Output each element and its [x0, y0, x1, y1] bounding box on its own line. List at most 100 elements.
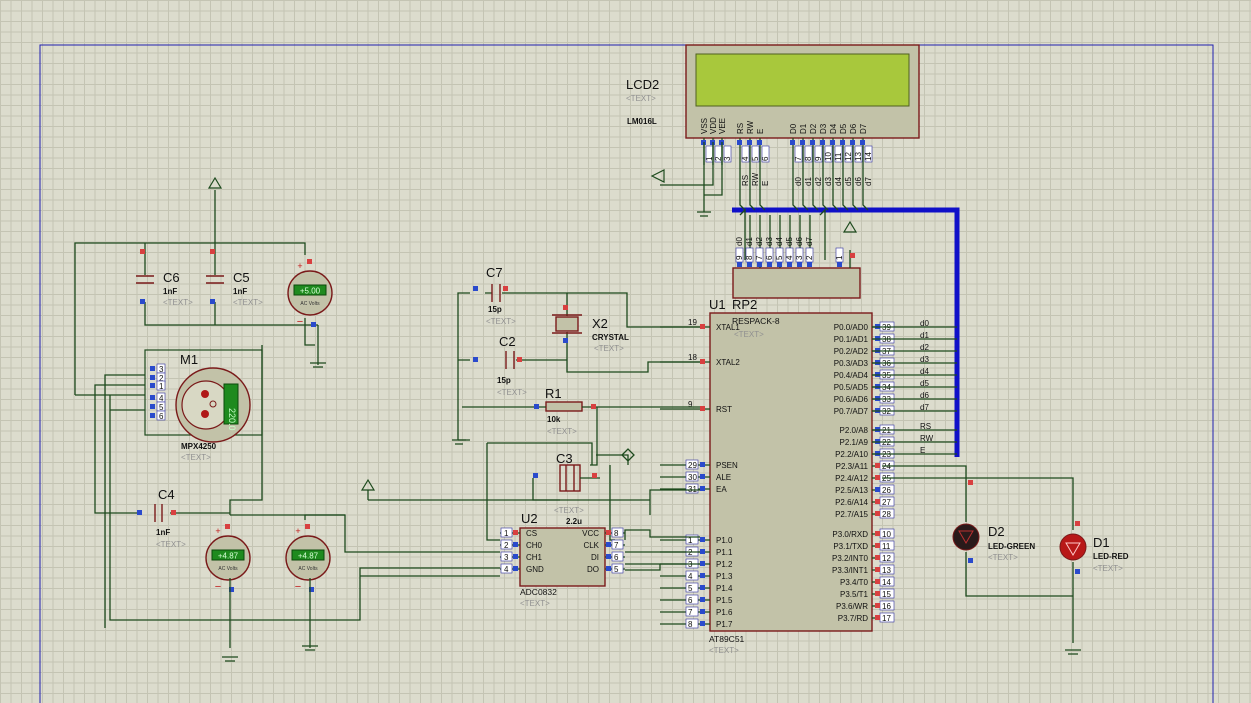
led-d1[interactable]: D1 LED-RED <TEXT>: [1059, 533, 1129, 573]
u2-pin[interactable]: [513, 554, 518, 559]
rp2-pin[interactable]: [837, 262, 842, 267]
lcd-module[interactable]: LCD2 <TEXT> LM016L VSS1VDD2VEE3RS4RW5E6D…: [626, 44, 920, 165]
component-pin[interactable]: [592, 473, 597, 478]
m1-pin[interactable]: [150, 413, 155, 418]
lcd-pin[interactable]: [800, 140, 805, 145]
component-pin[interactable]: [473, 357, 478, 362]
component-pin[interactable]: [563, 338, 568, 343]
u1-right-pin[interactable]: [875, 579, 880, 584]
lcd-pin[interactable]: [820, 140, 825, 145]
rp2-pin[interactable]: [737, 262, 742, 267]
component-pin[interactable]: [171, 510, 176, 515]
u2-pin[interactable]: [513, 542, 518, 547]
m1-pin[interactable]: [150, 375, 155, 380]
u1-left-pin[interactable]: [700, 561, 705, 566]
rp2-pin[interactable]: [747, 262, 752, 267]
u2-pin[interactable]: [606, 554, 611, 559]
component-pin[interactable]: [534, 404, 539, 409]
component-pin[interactable]: [968, 558, 973, 563]
lcd-pin[interactable]: [810, 140, 815, 145]
component-pin[interactable]: [563, 305, 568, 310]
lcd-pin[interactable]: [790, 140, 795, 145]
m1-pin[interactable]: [150, 404, 155, 409]
led-d2[interactable]: D2 LED-GREEN <TEXT>: [952, 523, 1035, 562]
component-pin[interactable]: [140, 299, 145, 304]
u1-left-pin[interactable]: [700, 324, 705, 329]
cap-c5[interactable]: C5 1nF <TEXT>: [206, 270, 263, 307]
lcd-pin[interactable]: [737, 140, 742, 145]
u1-right-pin[interactable]: [875, 511, 880, 516]
u2-pin[interactable]: [513, 566, 518, 571]
u1-left-pin[interactable]: [700, 537, 705, 542]
rp2-common-pin[interactable]: [850, 253, 855, 258]
rp2-pin[interactable]: [767, 262, 772, 267]
lcd-pin[interactable]: [757, 140, 762, 145]
voltmeter-pin-plus[interactable]: [225, 524, 230, 529]
u1-left-pin[interactable]: [700, 406, 705, 411]
u1-right-pin[interactable]: [875, 487, 880, 492]
component-pin[interactable]: [533, 473, 538, 478]
u1-left-pin[interactable]: [700, 486, 705, 491]
component-pin[interactable]: [1075, 521, 1080, 526]
u1-right-pin[interactable]: [875, 615, 880, 620]
u1-right-pin[interactable]: [875, 543, 880, 548]
component-pin[interactable]: [968, 480, 973, 485]
lcd-pin[interactable]: [860, 140, 865, 145]
u1-left-pin[interactable]: [700, 585, 705, 590]
component-pin[interactable]: [1075, 569, 1080, 574]
component-pin[interactable]: [473, 286, 478, 291]
rp2-pin[interactable]: [787, 262, 792, 267]
rp2-pin[interactable]: [757, 262, 762, 267]
voltmeter-pin-plus[interactable]: [305, 524, 310, 529]
lcd-pin[interactable]: [747, 140, 752, 145]
rp2-pin[interactable]: [797, 262, 802, 267]
u2-pin[interactable]: [606, 530, 611, 535]
m1-pin[interactable]: [150, 366, 155, 371]
m1-pin[interactable]: [150, 383, 155, 388]
voltmeter-pin-minus[interactable]: [229, 587, 234, 592]
component-pin[interactable]: [210, 299, 215, 304]
u2-pin[interactable]: [513, 530, 518, 535]
u1-left-pin[interactable]: [700, 621, 705, 626]
lcd-pin[interactable]: [850, 140, 855, 145]
u1-right-pin[interactable]: [875, 475, 880, 480]
u1-left-pin[interactable]: [700, 573, 705, 578]
u1-left-pin[interactable]: [700, 609, 705, 614]
cap-c4[interactable]: C4 1nF <TEXT>: [154, 487, 186, 549]
component-pin[interactable]: [210, 249, 215, 254]
voltmeter-pin-minus[interactable]: [309, 587, 314, 592]
u1-right-pin[interactable]: [875, 499, 880, 504]
u1-left-pin[interactable]: [700, 549, 705, 554]
u1-right-pin[interactable]: [875, 531, 880, 536]
u1-right-pin[interactable]: [875, 603, 880, 608]
lcd-pin[interactable]: [840, 140, 845, 145]
u1-right-pin[interactable]: [875, 555, 880, 560]
u1-left-pin[interactable]: [700, 359, 705, 364]
rp2-pin[interactable]: [777, 262, 782, 267]
component-pin[interactable]: [140, 249, 145, 254]
lcd-pin[interactable]: [830, 140, 835, 145]
u2-pin[interactable]: [606, 566, 611, 571]
rp2-pin[interactable]: [807, 262, 812, 267]
cap-c6[interactable]: C6 1nF <TEXT>: [136, 270, 193, 307]
component-pin[interactable]: [503, 286, 508, 291]
component-pin[interactable]: [591, 404, 596, 409]
crystal-network[interactable]: C7 15p <TEXT> C2 15p <TEXT> X2 CRYSTAL <…: [452, 265, 700, 445]
voltmeter-pin-plus[interactable]: [307, 259, 312, 264]
u1-left-pin[interactable]: [700, 462, 705, 467]
u2-pin[interactable]: [606, 542, 611, 547]
component-pin[interactable]: [137, 510, 142, 515]
u1-right-pin[interactable]: [875, 591, 880, 596]
u1-right-pin[interactable]: [875, 463, 880, 468]
m1-pin[interactable]: [150, 395, 155, 400]
component-pin[interactable]: [517, 357, 522, 362]
u1-left-pin[interactable]: [700, 597, 705, 602]
u1-left-pin[interactable]: [700, 474, 705, 479]
